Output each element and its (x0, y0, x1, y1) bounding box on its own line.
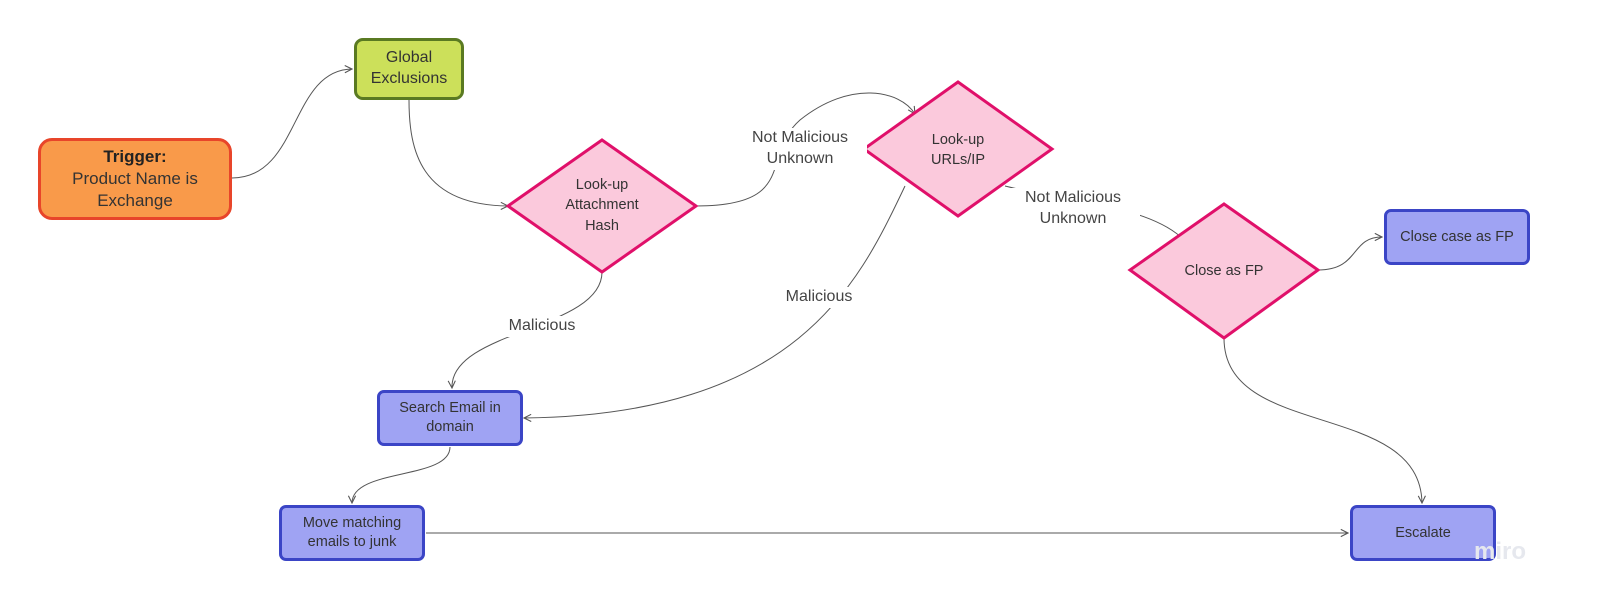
urls-line1: Look-up (931, 132, 985, 148)
edge-label-attach-malicious: Malicious (495, 316, 589, 337)
edge-label-urls-malicious: Malicious (772, 287, 866, 308)
close-case-node[interactable]: Close case as FP (1384, 209, 1530, 265)
trigger-line2: Exchange (97, 191, 173, 211)
escalate-node[interactable]: Escalate (1350, 505, 1496, 561)
escalate-text: Escalate (1395, 524, 1451, 541)
diamond-attachment-label: Look-up Attachment Hash (547, 175, 657, 236)
connector-closefp-to-escalate (1223, 337, 1422, 503)
diamond-urls-label: Look-up URLs/IP (908, 130, 1008, 171)
attachment-line3: Hash (585, 217, 619, 234)
trigger-title: Trigger: (103, 146, 167, 166)
search-line1: Search Email in (399, 400, 501, 417)
trigger-line1: Product Name is (72, 168, 198, 188)
urls-nm-line2: Unknown (1039, 209, 1107, 227)
connector-closefp-to-closecase (1317, 237, 1382, 271)
attachment-line1: Look-up (575, 177, 629, 193)
attach-nm-line2: Unknown (766, 149, 834, 167)
trigger-node[interactable]: Trigger: Product Name is Exchange (38, 138, 232, 220)
connector-search-to-move (352, 446, 451, 503)
attach-nm-line1: Not Malicious (751, 129, 849, 146)
diamond-closefp-label: Close as FP (1164, 261, 1284, 281)
urls-nm-line1: Not Malicious (1024, 189, 1122, 206)
diamond-urls-ip[interactable] (861, 80, 1055, 218)
connector-urls-to-search (524, 185, 906, 418)
closecase-text: Close case as FP (1400, 228, 1514, 245)
move-line1: Move matching (302, 515, 402, 532)
connector-global-to-attachment (408, 99, 508, 206)
edge-label-attach-not-malicious: Not Malicious Unknown (733, 128, 867, 170)
diamond-close-as-fp[interactable] (1127, 202, 1321, 340)
attachment-line2: Attachment (565, 197, 639, 214)
global-line2: Exclusions (370, 70, 448, 87)
search-line2: domain (426, 419, 474, 435)
move-emails-node[interactable]: Move matching emails to junk (279, 505, 425, 561)
global-exclusions-node[interactable]: Global Exclusions (354, 38, 464, 100)
connector-trigger-to-global (231, 69, 352, 179)
edge-label-urls-not-malicious: Not Malicious Unknown (1006, 188, 1140, 230)
move-line2: emails to junk (307, 534, 397, 550)
search-email-node[interactable]: Search Email in domain (377, 390, 523, 446)
diamond-attachment-hash[interactable] (505, 138, 699, 274)
connector-attachment-to-urls (695, 92, 915, 207)
global-line1: Global (385, 49, 433, 67)
miro-watermark: miro (1474, 538, 1527, 565)
urls-line2: URLs/IP (931, 152, 985, 169)
closefp-text: Close as FP (1184, 263, 1264, 279)
